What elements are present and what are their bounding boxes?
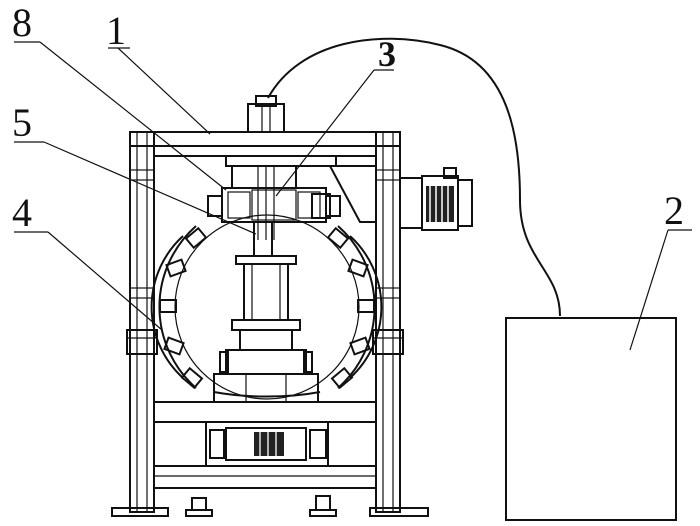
label-spindle: 5 [12, 100, 32, 145]
main-frame [126, 131, 404, 513]
label-control-box: 2 [664, 188, 684, 233]
leader-lines [14, 41, 692, 351]
label-clamp-unit: 8 [12, 0, 32, 45]
ring-segments [150, 214, 383, 400]
label-ring-segments: 4 [12, 190, 32, 235]
lower-drive [205, 421, 329, 467]
control-box [505, 317, 677, 521]
upper-carriage [207, 155, 377, 240]
label-top-assembly: 3 [378, 34, 396, 74]
label-frame: 1 [106, 8, 126, 53]
spindle [213, 221, 319, 403]
signal-cable [267, 37, 561, 317]
top-connector [247, 95, 285, 133]
drive-motor [399, 167, 473, 231]
